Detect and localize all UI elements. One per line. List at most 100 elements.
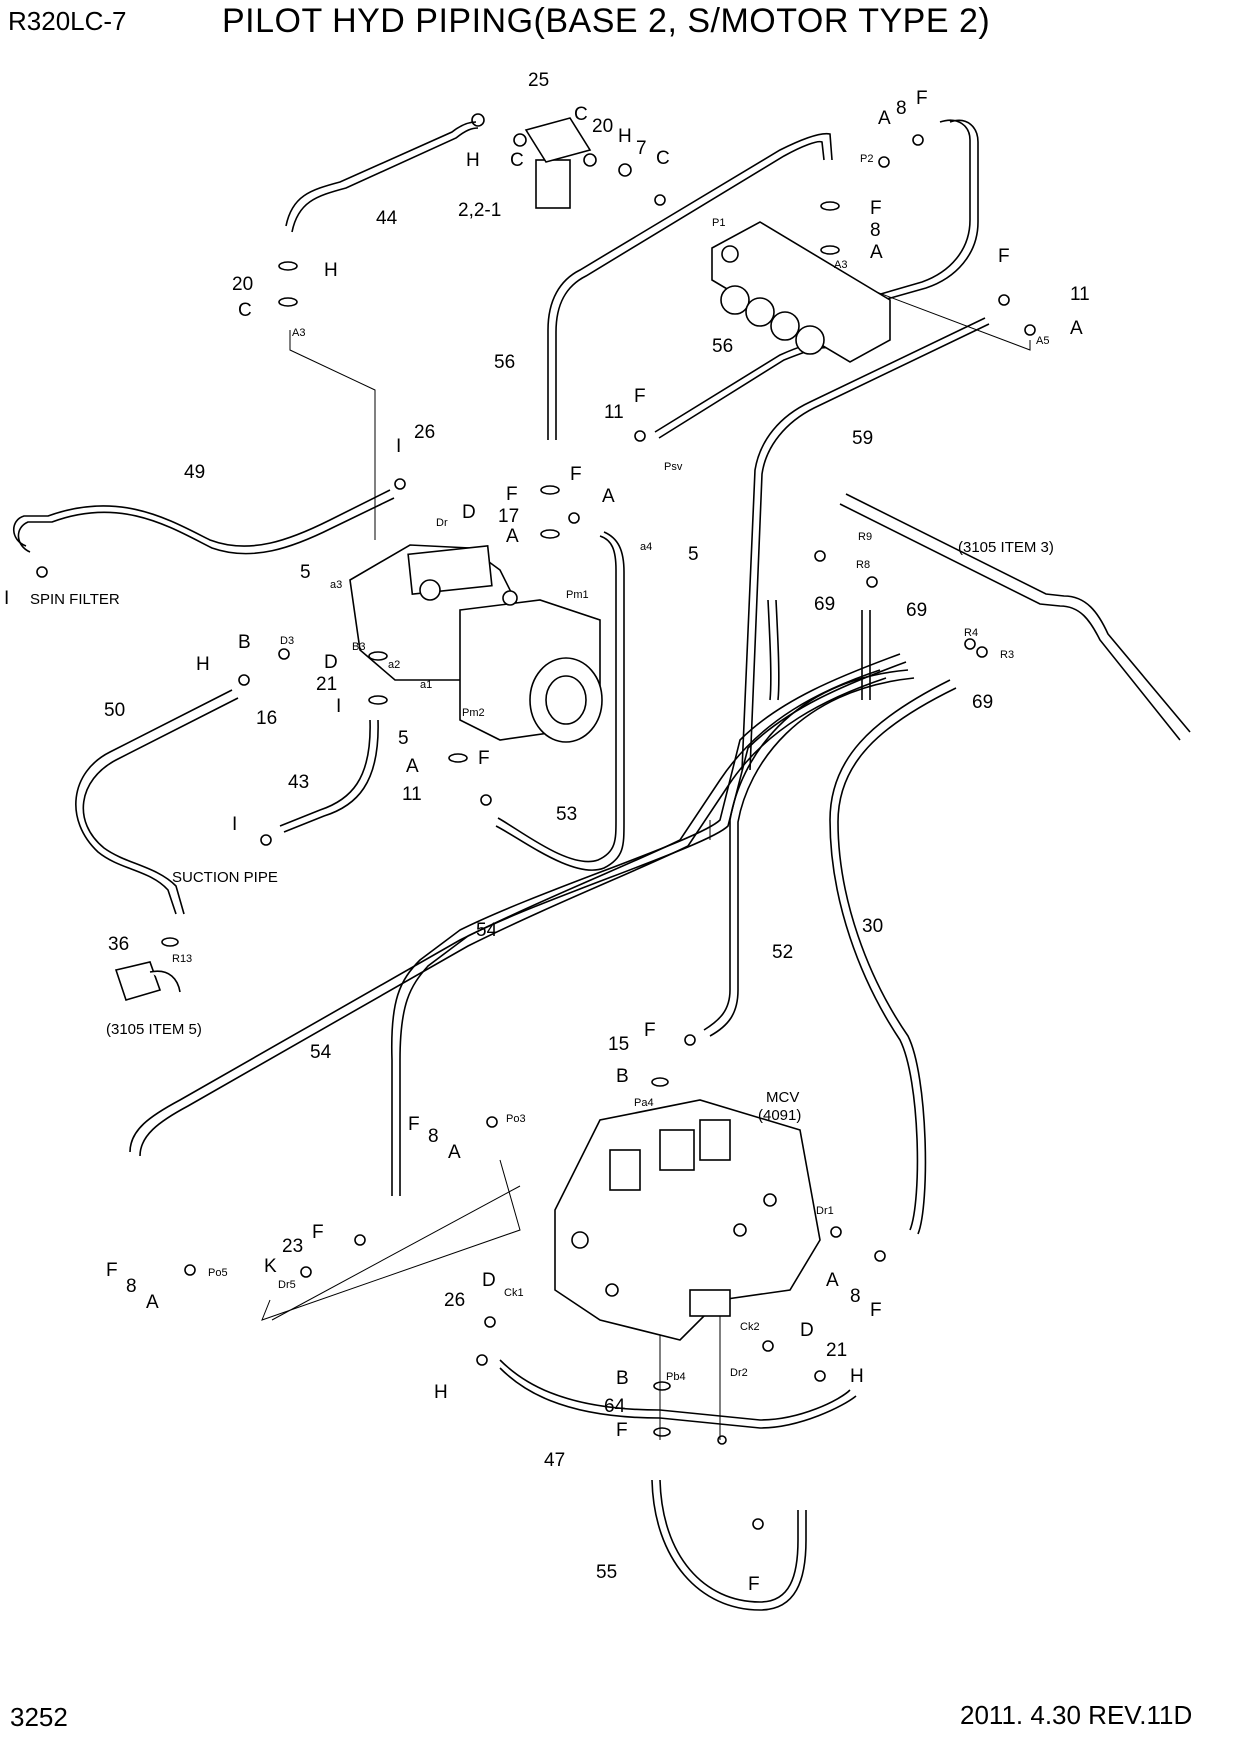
callout-a: A bbox=[870, 242, 883, 263]
fittings bbox=[36, 113, 1036, 1530]
callout-50: 50 bbox=[104, 700, 125, 721]
callout-c: C bbox=[656, 148, 670, 169]
port-a3: a3 bbox=[330, 579, 342, 591]
port-r4: R4 bbox=[964, 627, 978, 639]
callout-20: 20 bbox=[592, 116, 613, 137]
callout-f: F bbox=[748, 1574, 760, 1595]
callout-15: 15 bbox=[608, 1034, 629, 1055]
callout-f: F bbox=[570, 464, 582, 485]
item-3105-5-note: (3105 ITEM 5) bbox=[106, 1021, 202, 1038]
callout-54: 54 bbox=[476, 920, 498, 941]
callout-56: 56 bbox=[494, 352, 515, 373]
main-pump bbox=[349, 544, 603, 743]
callout-11: 11 bbox=[604, 402, 624, 423]
callout-i: I bbox=[232, 814, 237, 835]
port-p1: P1 bbox=[712, 217, 725, 229]
callout-56: 56 bbox=[712, 336, 733, 357]
callout-f: F bbox=[644, 1020, 656, 1041]
callout-8: 8 bbox=[850, 1286, 861, 1307]
callout-5: 5 bbox=[688, 544, 699, 565]
port-a5: A5 bbox=[1036, 335, 1049, 347]
port-pm1: Pm1 bbox=[566, 589, 589, 601]
callout-h: H bbox=[196, 654, 210, 675]
callout-11: 11 bbox=[402, 784, 422, 805]
port-pa4: Pa4 bbox=[634, 1097, 654, 1109]
callout-a: A bbox=[448, 1142, 461, 1163]
port-dr5: Dr5 bbox=[278, 1279, 296, 1291]
callout-i: I bbox=[396, 436, 401, 457]
spin-filter-label: SPIN FILTER bbox=[30, 591, 120, 608]
port-a3: A3 bbox=[292, 327, 305, 339]
diagram-title: PILOT HYD PIPING(BASE 2, S/MOTOR TYPE 2) bbox=[222, 2, 991, 40]
callout-49: 49 bbox=[184, 462, 205, 483]
callout-f: F bbox=[408, 1114, 420, 1135]
callout-8: 8 bbox=[896, 98, 907, 119]
callout-c: C bbox=[238, 300, 252, 321]
port-r3: R3 bbox=[1000, 649, 1014, 661]
callout-44: 44 bbox=[376, 208, 398, 229]
port-po3: Po3 bbox=[506, 1113, 526, 1125]
callout-36: 36 bbox=[108, 934, 129, 955]
mcv-valve bbox=[554, 1099, 821, 1341]
port-r8: R8 bbox=[856, 559, 870, 571]
callout-11: 11 bbox=[1070, 284, 1090, 305]
page-number: 3252 bbox=[10, 1702, 68, 1732]
callout-47: 47 bbox=[544, 1450, 565, 1471]
pilot-filter bbox=[524, 117, 592, 209]
callout-h: H bbox=[324, 260, 338, 281]
port-p2: P2 bbox=[860, 153, 873, 165]
callout-c: C bbox=[574, 104, 588, 125]
model-code: R320LC-7 bbox=[8, 6, 127, 36]
suction-pipe-label: SUCTION PIPE bbox=[172, 869, 278, 886]
callout-a: A bbox=[1070, 318, 1083, 339]
port-a1: a1 bbox=[420, 679, 432, 691]
port-r13: R13 bbox=[172, 953, 192, 965]
callout-25: 25 bbox=[528, 70, 549, 91]
callout-d: D bbox=[800, 1320, 814, 1341]
port-dr1: Dr1 bbox=[816, 1205, 834, 1217]
callout-20: 20 bbox=[232, 274, 253, 295]
callout-f: F bbox=[870, 1300, 882, 1321]
callout-53: 53 bbox=[556, 804, 577, 825]
item-3105-3-note: (3105 ITEM 3) bbox=[958, 539, 1054, 556]
port-ck1: Ck1 bbox=[504, 1287, 524, 1299]
callout-8: 8 bbox=[870, 220, 881, 241]
callout-54: 54 bbox=[310, 1042, 332, 1063]
callout-16: 16 bbox=[256, 708, 277, 729]
revision-date: 2011. 4.30 REV.11D bbox=[960, 1700, 1193, 1730]
callout-7: 7 bbox=[636, 138, 647, 159]
callout-69: 69 bbox=[972, 692, 993, 713]
callout-c: C bbox=[510, 150, 524, 171]
callout-b: B bbox=[616, 1368, 629, 1389]
callout-23: 23 bbox=[282, 1236, 303, 1257]
callout-52: 52 bbox=[772, 942, 793, 963]
callout-i: I bbox=[336, 696, 341, 717]
callout-69: 69 bbox=[814, 594, 835, 615]
callout-a: A bbox=[826, 1270, 839, 1291]
callout-21: 21 bbox=[316, 674, 337, 695]
callout-h: H bbox=[850, 1366, 864, 1387]
callout-69: 69 bbox=[906, 600, 927, 621]
callout-f: F bbox=[870, 198, 882, 219]
callout-d: D bbox=[462, 502, 476, 523]
callout-5: 5 bbox=[398, 728, 409, 749]
callout-8: 8 bbox=[126, 1276, 137, 1297]
port-r9: R9 bbox=[858, 531, 872, 543]
callout-26: 26 bbox=[414, 422, 435, 443]
callout-d: D bbox=[324, 652, 338, 673]
port-pb4: Pb4 bbox=[666, 1371, 686, 1383]
callout-f: F bbox=[312, 1222, 324, 1243]
callout-a: A bbox=[146, 1292, 159, 1313]
callout-5: 5 bbox=[300, 562, 311, 583]
p1-block bbox=[711, 221, 891, 363]
port-po5: Po5 bbox=[208, 1267, 228, 1279]
port-dr: Dr bbox=[436, 517, 448, 529]
callout-59: 59 bbox=[852, 428, 873, 449]
port-b3: B3 bbox=[352, 641, 365, 653]
port-a2: a2 bbox=[388, 659, 400, 671]
callout-f: F bbox=[916, 88, 928, 109]
port-ck2: Ck2 bbox=[740, 1321, 760, 1333]
callout-h: H bbox=[434, 1382, 448, 1403]
callout-a: A bbox=[878, 108, 891, 129]
